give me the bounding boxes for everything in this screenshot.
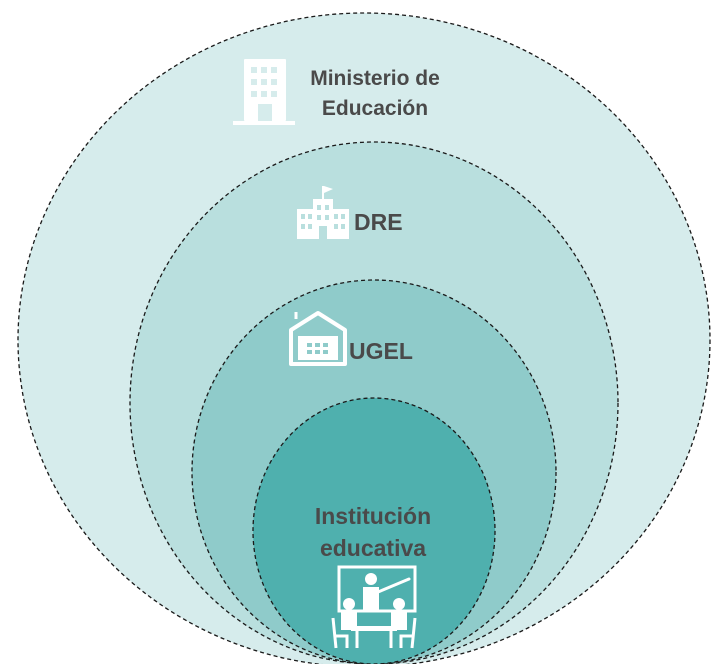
regional-building-flag-icon xyxy=(297,186,349,239)
ugel-label: UGEL xyxy=(349,338,413,364)
house-icon xyxy=(289,311,347,366)
ministerio-label-line2: Educación xyxy=(322,97,428,120)
ministry-building-icon xyxy=(233,59,295,125)
institucion-label-line2: educativa xyxy=(320,535,426,561)
institucion-label-line1: Institución xyxy=(315,503,431,529)
ministerio-label-line1: Ministerio de xyxy=(310,67,440,90)
classroom-teacher-icon xyxy=(331,565,417,649)
dre-label: DRE xyxy=(354,209,403,235)
institucion-circle xyxy=(252,397,496,664)
